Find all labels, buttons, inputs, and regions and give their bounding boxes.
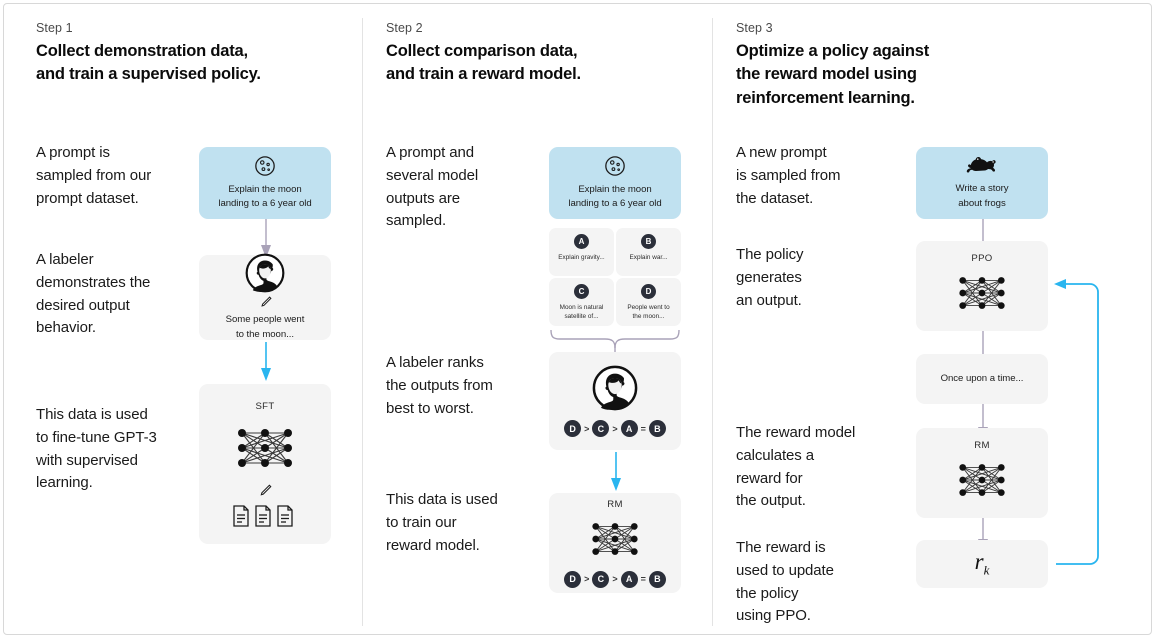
step-2-prompt-card[interactable]: Explain the moon landing to a 6 year old — [549, 147, 681, 219]
step-1-sft-title: SFT — [255, 400, 275, 412]
rm-rank-op-1: > — [584, 574, 590, 584]
column-step-2: Step 2 Collect comparison data, and trai… — [386, 4, 706, 642]
step-1-paragraph-2: A labeler demonstrates the desired outpu… — [36, 251, 151, 337]
rank-op-1: > — [584, 423, 590, 434]
step-2-ranking-card[interactable]: D > C > A = B — [549, 352, 681, 450]
rank-badge-1: D — [564, 420, 582, 437]
step-3-rm-title: RM — [974, 440, 990, 451]
neural-network-icon — [949, 267, 1015, 319]
reward-symbol: r — [974, 549, 984, 575]
rm-rank-badge-3: A — [620, 570, 638, 588]
output-a-text: Explain gravity... — [558, 254, 605, 261]
badge-d: D — [641, 284, 656, 299]
rank-badge-2: C — [592, 420, 610, 437]
step-3-prompt-card[interactable]: Write a story about frogs — [916, 147, 1048, 219]
rank-badge-4: B — [648, 420, 666, 437]
badge-b: B — [641, 234, 656, 249]
step-2-label: Step 2 — [386, 21, 423, 35]
rm-rank-badge-2: C — [592, 570, 610, 588]
step-3-output-card[interactable]: Once upon a time... — [916, 354, 1048, 404]
step-1-title: Collect demonstration data, and train a … — [36, 42, 261, 84]
step-1-labeler-card[interactable]: Some people went to the moon... — [199, 253, 331, 340]
step-3-paragraph-4: The reward is used to update the policy … — [736, 539, 834, 625]
step-3-reward-card[interactable]: rk — [916, 540, 1048, 588]
column-divider-1 — [362, 18, 363, 626]
step-2-prompt-text: Explain the moon landing to a 6 year old — [568, 183, 662, 209]
step-3-output-text: Once upon a time... — [940, 372, 1024, 384]
reward-subscript: k — [983, 562, 990, 578]
rank-op-3: = — [640, 423, 646, 434]
moon-icon — [254, 155, 276, 177]
step-2-title: Collect comparison data, and train a rew… — [386, 42, 581, 84]
step-2-paragraph-3: This data is used to train our reward mo… — [386, 491, 498, 554]
step-3-title: Optimize a policy against the reward mod… — [736, 42, 930, 107]
step-1-prompt-text: Explain the moon landing to a 6 year old — [218, 183, 312, 209]
step-2-output-card-c[interactable]: C Moon is natural satellite of... — [549, 278, 614, 326]
moon-icon — [604, 155, 626, 177]
step-2-paragraph-1: A prompt and several model outputs are s… — [386, 144, 479, 230]
output-c-text: Moon is natural satellite of... — [559, 304, 604, 321]
step-2-rm-card[interactable]: RM — [549, 493, 681, 593]
step-1-sft-card[interactable]: SFT — [199, 384, 331, 544]
neural-network-icon — [582, 513, 648, 565]
step-2-rm-title: RM — [607, 498, 623, 510]
step-2-ranking-order: D > C > A = B — [564, 420, 666, 437]
step-3-prompt-text: Write a story about frogs — [955, 183, 1009, 209]
step-3-ppo-title: PPO — [971, 253, 993, 264]
step-3-paragraph-1: A new prompt is sampled from the dataset… — [736, 144, 841, 207]
column-step-3: Step 3 Optimize a policy against the rew… — [736, 4, 1155, 642]
diagram-frame: Step 1 Collect demonstration data, and t… — [3, 3, 1152, 635]
step-3-paragraph-3: The reward model calculates a reward for… — [736, 424, 856, 510]
step-2-paragraph-2: A labeler ranks the outputs from best to… — [386, 354, 493, 417]
column-divider-2 — [712, 18, 713, 626]
step-2-output-card-d[interactable]: D People went to the moon... — [616, 278, 681, 326]
rm-rank-badge-4: B — [648, 570, 666, 588]
output-b-text: Explain war... — [629, 254, 668, 261]
step-3-ppo-card[interactable]: PPO — [916, 241, 1048, 331]
step-1-paragraph-1: A prompt is sampled from our prompt data… — [36, 144, 152, 207]
rm-rank-op-3: = — [640, 574, 646, 584]
pencil-icon — [257, 483, 273, 499]
labeler-person-icon — [592, 365, 638, 411]
step-1-arrow-1-icon — [261, 219, 271, 258]
step-3-paragraph-2: The policy generates an output. — [736, 246, 804, 309]
rank-badge-3: A — [620, 420, 638, 437]
step-3-feedback-loop-icon — [1054, 279, 1099, 565]
rm-rank-op-2: > — [612, 574, 618, 584]
pencil-icon — [258, 295, 273, 310]
frog-icon — [966, 155, 997, 175]
rm-rank-badge-1: D — [564, 570, 582, 588]
neural-network-icon — [949, 454, 1015, 506]
documents-icon — [232, 504, 298, 528]
column-step-1: Step 1 Collect demonstration data, and t… — [36, 4, 356, 642]
step-3-rm-card[interactable]: RM — [916, 428, 1048, 518]
labeler-person-icon — [245, 253, 285, 293]
step-1-label: Step 1 — [36, 21, 73, 35]
rank-op-2: > — [612, 423, 618, 434]
badge-c: C — [574, 284, 589, 299]
step-1-arrow-2-icon — [261, 342, 271, 381]
neural-network-icon — [228, 417, 302, 479]
step-1-prompt-card[interactable]: Explain the moon landing to a 6 year old — [199, 147, 331, 219]
step-1-labeler-text: Some people went to the moon... — [225, 314, 305, 340]
step-2-arrow-blue-icon — [611, 452, 621, 491]
step-2-rm-ranking-order: D > C > A = B — [564, 570, 666, 588]
step-3-label: Step 3 — [736, 21, 773, 35]
step-3-reward-formula: rk — [975, 549, 990, 579]
step-1-paragraph-3: This data is used to fine-tune GPT-3 wit… — [36, 406, 157, 492]
output-d-text: People went to the moon... — [627, 304, 670, 321]
step-2-output-card-a[interactable]: A Explain gravity... — [549, 228, 614, 276]
step-2-output-card-b[interactable]: B Explain war... — [616, 228, 681, 276]
badge-a: A — [574, 234, 589, 249]
